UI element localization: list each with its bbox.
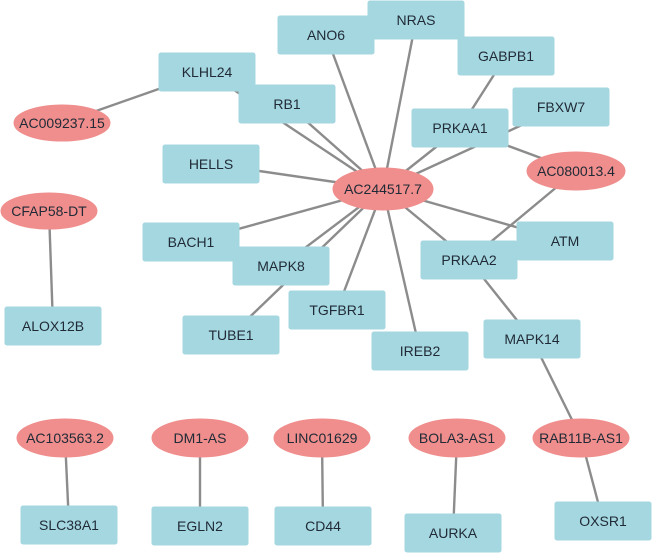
node-hells[interactable]: HELLS <box>162 144 260 184</box>
node-label: FBXW7 <box>537 99 585 115</box>
node-bach1[interactable]: BACH1 <box>142 222 240 262</box>
gene-box <box>142 222 240 262</box>
node-bola3-as1[interactable]: BOLA3-AS1 <box>408 418 506 458</box>
node-fbxw7[interactable]: FBXW7 <box>512 87 610 127</box>
gene-box <box>288 290 386 330</box>
node-label: AC244517.7 <box>344 181 422 197</box>
lncrna-ellipse <box>408 418 506 458</box>
node-atm[interactable]: ATM <box>516 221 614 261</box>
node-egln2[interactable]: EGLN2 <box>151 506 249 546</box>
node-tgfbr1[interactable]: TGFBR1 <box>288 290 386 330</box>
node-ac244517-7[interactable]: AC244517.7 <box>332 167 434 211</box>
node-rb1[interactable]: RB1 <box>238 84 336 124</box>
node-linc01629[interactable]: LINC01629 <box>273 418 371 458</box>
node-label: ATM <box>551 233 580 249</box>
node-slc38a1[interactable]: SLC38A1 <box>20 505 118 545</box>
node-aurka[interactable]: AURKA <box>404 513 502 553</box>
node-label: AC080013.4 <box>537 163 615 179</box>
lncrna-ellipse <box>526 151 626 191</box>
node-label: NRAS <box>397 12 436 28</box>
gene-box <box>158 52 256 92</box>
node-label: LINC01629 <box>287 430 358 446</box>
lncrna-ellipse <box>16 418 114 458</box>
node-label: TUBE1 <box>208 327 253 343</box>
gene-box <box>516 221 614 261</box>
gene-box <box>411 108 509 148</box>
node-klhl24[interactable]: KLHL24 <box>158 52 256 92</box>
node-prkaa1[interactable]: PRKAA1 <box>411 108 509 148</box>
node-label: DM1-AS <box>174 430 227 446</box>
gene-box <box>182 315 280 355</box>
edge-ac244517-7-ireb2 <box>381 188 422 352</box>
gene-box <box>238 84 336 124</box>
node-label: ALOX12B <box>22 318 84 334</box>
node-dm1-as[interactable]: DM1-AS <box>151 418 249 458</box>
gene-box <box>162 144 260 184</box>
node-nras[interactable]: NRAS <box>367 0 465 40</box>
lncrna-ellipse <box>273 418 371 458</box>
node-label: BOLA3-AS1 <box>419 430 495 446</box>
node-label: ANO6 <box>307 27 345 43</box>
node-label: PRKAA1 <box>432 120 487 136</box>
node-label: SLC38A1 <box>39 517 99 533</box>
gene-box <box>371 331 469 371</box>
node-oxsr1[interactable]: OXSR1 <box>554 501 652 541</box>
lncrna-ellipse <box>13 104 111 142</box>
node-label: AC009237.15 <box>19 115 105 131</box>
node-label: IREB2 <box>400 343 441 359</box>
node-tube1[interactable]: TUBE1 <box>182 315 280 355</box>
edge-ac244517-7-nras <box>381 19 418 190</box>
gene-box <box>274 506 372 546</box>
node-label: GABPB1 <box>478 48 534 64</box>
node-mapk8[interactable]: MAPK8 <box>232 246 330 286</box>
node-label: CD44 <box>305 518 341 534</box>
node-label: KLHL24 <box>182 64 233 80</box>
gene-box <box>232 246 330 286</box>
node-prkaa2[interactable]: PRKAA2 <box>420 240 518 280</box>
node-ac103563-2[interactable]: AC103563.2 <box>16 418 114 458</box>
node-label: BACH1 <box>168 234 215 250</box>
node-label: MAPK8 <box>257 258 305 274</box>
gene-box <box>151 506 249 546</box>
gene-box <box>4 306 102 346</box>
node-ireb2[interactable]: IREB2 <box>371 331 469 371</box>
lncrna-ellipse <box>0 192 98 230</box>
node-alox12b[interactable]: ALOX12B <box>4 306 102 346</box>
edge-ac244517-7-ano6 <box>324 34 385 190</box>
node-label: HELLS <box>189 156 233 172</box>
lncrna-ellipse <box>532 418 630 458</box>
lncrna-ellipse <box>151 418 249 458</box>
gene-box <box>483 319 581 359</box>
node-label: OXSR1 <box>579 513 627 529</box>
node-cfap58-dt[interactable]: CFAP58-DT <box>0 192 98 230</box>
gene-box <box>512 87 610 127</box>
gene-box <box>554 501 652 541</box>
node-ano6[interactable]: ANO6 <box>277 15 375 55</box>
gene-box <box>457 36 555 76</box>
node-mapk14[interactable]: MAPK14 <box>483 319 581 359</box>
node-label: AURKA <box>429 525 478 541</box>
lncrna-ellipse <box>332 167 434 211</box>
node-label: AC103563.2 <box>26 430 104 446</box>
gene-box <box>277 15 375 55</box>
node-ac009237-15[interactable]: AC009237.15 <box>13 104 111 142</box>
node-ac080013-4[interactable]: AC080013.4 <box>526 151 626 191</box>
node-label: PRKAA2 <box>441 252 496 268</box>
node-label: RB1 <box>273 96 300 112</box>
node-gabpb1[interactable]: GABPB1 <box>457 36 555 76</box>
gene-box <box>20 505 118 545</box>
node-label: CFAP58-DT <box>11 203 87 219</box>
node-label: TGFBR1 <box>309 302 364 318</box>
node-cd44[interactable]: CD44 <box>274 506 372 546</box>
node-label: EGLN2 <box>177 518 223 534</box>
gene-box <box>404 513 502 553</box>
gene-box <box>420 240 518 280</box>
node-label: RAB11B-AS1 <box>539 430 623 446</box>
node-label: MAPK14 <box>504 331 559 347</box>
node-rab11b-as1[interactable]: RAB11B-AS1 <box>532 418 630 458</box>
